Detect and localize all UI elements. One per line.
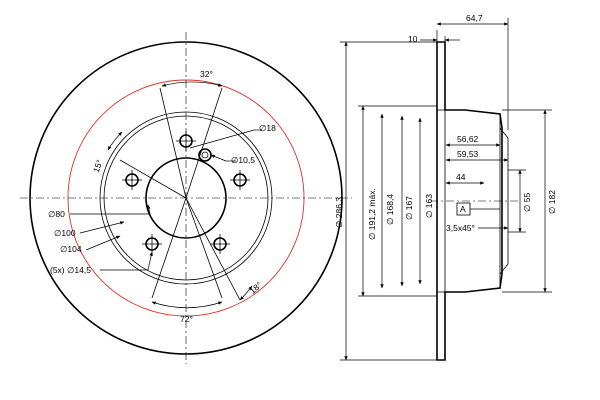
dia-100-label: ∅100 [54,228,76,238]
dia-55-label: ∅ 55 [522,193,532,212]
dia-163-label: ∅ 163 [424,194,434,218]
angle-15-label: 15° [91,158,105,174]
side-view: 64,7 10 56,62 59,53 44 A 3,5x45° ∅ 286,3… [334,13,557,361]
chamfer-label: 3,5x45° [446,223,475,233]
dia-286-3-label: ∅ 286,3 [334,197,344,228]
angle-32-label: 32° [200,69,213,79]
dim-10-label: 10 [408,34,418,44]
dia-182-label: ∅ 182 [547,190,557,214]
dim-44-label: 44 [456,172,466,182]
holes-label: (5x) ∅14,5 [50,265,91,275]
center-bore [145,157,227,239]
front-view: 32° 15° 18° 72° ∅18 ∅10,5 ∅80 ∅100 ∅104 … [20,32,352,364]
locating-hole-inner [201,151,209,159]
datum-label: A [460,204,466,214]
dia-80-label: ∅80 [48,209,65,219]
dia-167-label: ∅ 167 [404,196,414,220]
dia-104-label: ∅104 [60,244,82,254]
dia-18-label: ∅18 [259,123,276,133]
dim-56-62-label: 56,62 [457,134,479,144]
dia-191-2-label: ∅ 191,2 máx. [367,188,377,240]
dia-10-5-label: ∅10,5 [231,155,255,165]
dia-168-4-label: ∅ 168,4 [385,194,395,225]
angle-72-label: 72° [180,314,193,324]
locating-hole [198,148,212,162]
dim-64-7-label: 64,7 [466,13,483,23]
dim-59-53-label: 59,53 [457,149,479,159]
angle-18-label: 18° [247,280,263,296]
